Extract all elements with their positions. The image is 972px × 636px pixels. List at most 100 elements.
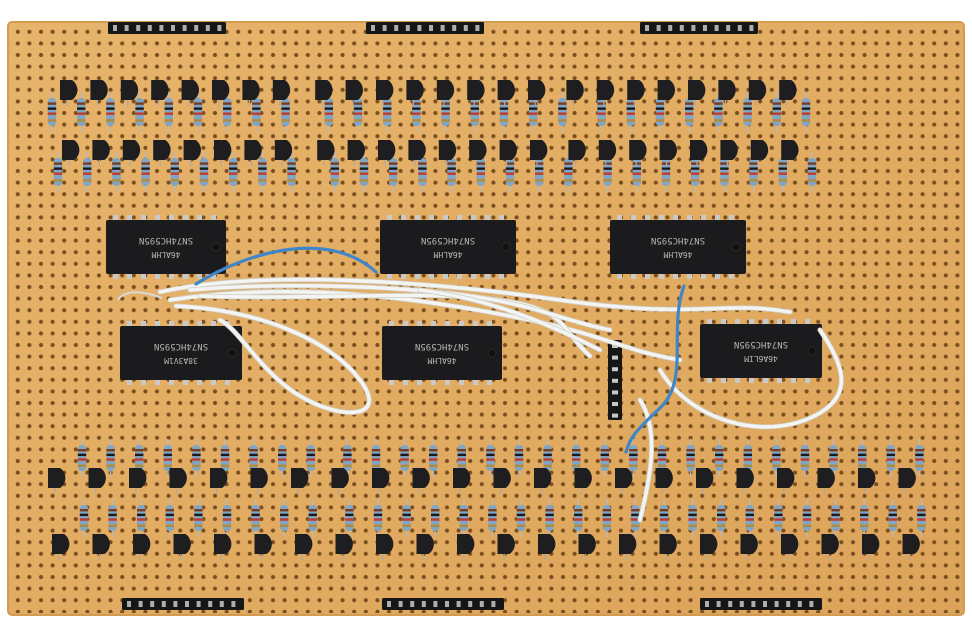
pin-header	[382, 598, 504, 610]
resistor	[720, 152, 729, 192]
resistor	[564, 152, 573, 192]
transistor	[129, 468, 147, 494]
resistor	[251, 499, 260, 537]
resistor	[629, 439, 638, 477]
resistor	[287, 152, 296, 192]
resistor	[505, 152, 515, 192]
transistor	[317, 140, 335, 166]
resistor	[359, 152, 369, 192]
resistor	[831, 499, 840, 537]
transistor	[453, 468, 471, 494]
transistor	[615, 468, 633, 494]
resistor	[631, 499, 640, 537]
resistor	[106, 439, 115, 477]
transistor	[88, 468, 106, 494]
transistor	[378, 140, 396, 166]
resistor	[558, 92, 567, 132]
ic-marking-line2: 38A3V1M	[164, 356, 198, 365]
transistor	[497, 534, 515, 560]
ic-marking-line1: SN74HC595N	[415, 341, 469, 351]
resistor	[192, 439, 201, 477]
transistor	[740, 534, 758, 560]
resistor	[574, 499, 583, 537]
resistor	[802, 499, 812, 537]
ic-marking-line2: 46A6LIM	[744, 354, 778, 363]
transistor	[657, 80, 675, 106]
white-wire	[174, 304, 371, 415]
transistor	[493, 468, 511, 494]
resistor	[597, 92, 606, 132]
white-wire	[168, 289, 682, 362]
resistor	[229, 152, 238, 192]
transistor	[659, 534, 677, 560]
transistor	[750, 140, 769, 166]
resistor	[772, 92, 781, 132]
resistor	[715, 439, 724, 477]
resistor	[249, 439, 258, 477]
resistor	[688, 499, 697, 537]
resistor	[165, 499, 174, 537]
transistor	[655, 468, 673, 494]
resistor	[402, 499, 411, 537]
transistor	[214, 140, 232, 166]
transistor	[315, 80, 333, 106]
transistor	[181, 80, 199, 106]
resistor	[745, 499, 754, 537]
transistor	[777, 468, 795, 494]
transistor	[52, 534, 70, 560]
resistor	[917, 499, 926, 537]
transistor	[596, 80, 615, 106]
transistor	[700, 534, 718, 560]
resistor	[280, 499, 289, 537]
resistor	[778, 152, 787, 192]
transistor	[538, 534, 556, 560]
resistor	[137, 499, 146, 537]
transistor	[467, 80, 485, 106]
ic-marking-line1: SN74HC595N	[734, 339, 788, 349]
transistor	[214, 534, 232, 560]
transistor	[169, 468, 187, 494]
transistor	[416, 534, 434, 560]
pin-header	[366, 22, 484, 34]
resistor	[108, 499, 117, 537]
transistor	[781, 534, 799, 560]
transistor	[92, 534, 110, 560]
transistor	[718, 80, 736, 106]
transistor	[902, 534, 920, 560]
transistor	[568, 140, 586, 166]
resistor	[659, 499, 669, 537]
transistor	[781, 140, 799, 166]
resistor	[77, 92, 86, 132]
transistor	[291, 468, 309, 494]
transistor	[779, 80, 797, 106]
transistor	[254, 534, 272, 560]
ic-marking-line2: 46ALHM	[663, 250, 692, 259]
resistor	[324, 92, 333, 132]
white-wire	[638, 398, 654, 522]
transistor	[438, 140, 457, 166]
resistor	[886, 439, 895, 477]
transistor	[406, 80, 424, 106]
transistor	[48, 468, 66, 494]
transistor	[120, 80, 139, 106]
white-wire	[158, 277, 792, 314]
transistor	[817, 468, 835, 494]
resistor	[53, 152, 63, 192]
blue-wire	[194, 246, 378, 286]
transistor	[274, 140, 293, 166]
resistor	[807, 152, 817, 192]
transistor	[627, 80, 645, 106]
resistor	[252, 92, 261, 132]
resistor	[345, 499, 354, 537]
resistor	[193, 92, 203, 132]
resistor	[383, 92, 392, 132]
transistor	[60, 80, 78, 106]
resistor	[545, 499, 554, 537]
transistor	[244, 140, 262, 166]
transistor	[578, 534, 596, 560]
transistor	[90, 80, 108, 106]
resistor	[470, 92, 479, 132]
